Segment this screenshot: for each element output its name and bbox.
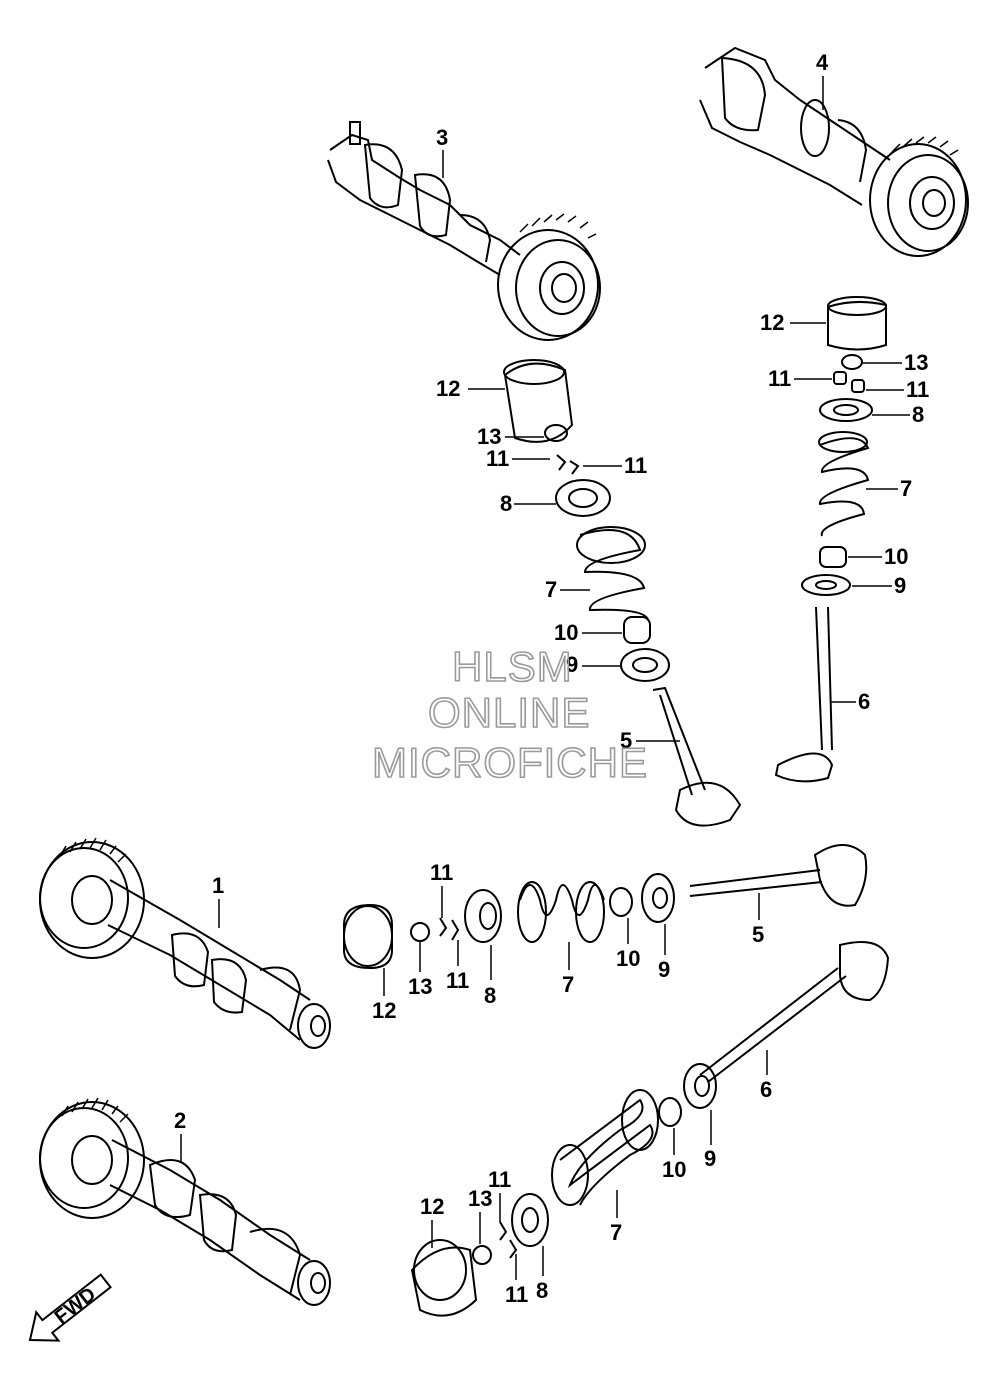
watermark-line-3: MICROFICHE <box>372 739 648 786</box>
label-d8: 8 <box>536 1278 548 1303</box>
label-b13: 13 <box>904 350 928 375</box>
label-c10: 10 <box>616 946 640 971</box>
label-a7: 7 <box>545 577 557 602</box>
label-c11: 11 <box>430 860 453 885</box>
label-b11b: 11 <box>906 377 929 402</box>
watermark-line-2: ONLINE <box>428 689 590 736</box>
label-1: 1 <box>212 873 224 898</box>
valve-group-d <box>410 941 890 1317</box>
label-d7: 7 <box>610 1220 622 1245</box>
label-c13: 13 <box>408 974 432 999</box>
watermark-line-1: HLSM <box>452 643 573 690</box>
label-d9: 9 <box>704 1146 716 1171</box>
label-c12: 12 <box>372 998 396 1023</box>
label-4: 4 <box>816 50 829 75</box>
label-c7: 7 <box>562 972 574 997</box>
label-2: 2 <box>174 1108 186 1133</box>
label-d11a: 11 <box>488 1167 511 1192</box>
camshaft-1 <box>39 837 331 1049</box>
camshaft-4 <box>699 46 969 257</box>
valve-group-c <box>343 844 868 970</box>
valve-group-b <box>774 296 887 783</box>
camshaft-3 <box>327 121 601 341</box>
label-c11b: 11 <box>446 968 469 993</box>
watermark: HLSM ONLINE MICROFICHE <box>371 642 648 787</box>
label-c9: 9 <box>658 957 670 982</box>
label-b12: 12 <box>760 310 784 335</box>
label-a11a: 11 <box>486 446 509 471</box>
label-c5: 5 <box>752 922 764 947</box>
label-a11b: 11 <box>624 453 647 478</box>
label-a10: 10 <box>554 620 578 645</box>
label-d12: 12 <box>420 1194 444 1219</box>
label-b9: 9 <box>894 573 906 598</box>
label-d6: 6 <box>760 1077 772 1102</box>
label-a9: 9 <box>566 652 578 677</box>
label-c8: 8 <box>484 983 496 1008</box>
label-a8: 8 <box>500 491 512 516</box>
label-a5: 5 <box>620 728 632 753</box>
camshaft-2 <box>39 1097 331 1306</box>
label-d10: 10 <box>662 1157 686 1182</box>
label-d13: 13 <box>468 1186 492 1211</box>
label-b6: 6 <box>858 689 870 714</box>
label-b7: 7 <box>900 476 912 501</box>
label-a13: 13 <box>477 424 501 449</box>
label-d11b: 11 <box>505 1282 528 1307</box>
label-b8: 8 <box>912 402 924 427</box>
valve-group-a <box>503 359 742 827</box>
label-b11a: 11 <box>768 366 791 391</box>
label-3: 3 <box>436 125 448 150</box>
label-a12: 12 <box>436 376 460 401</box>
label-b10: 10 <box>884 544 908 569</box>
